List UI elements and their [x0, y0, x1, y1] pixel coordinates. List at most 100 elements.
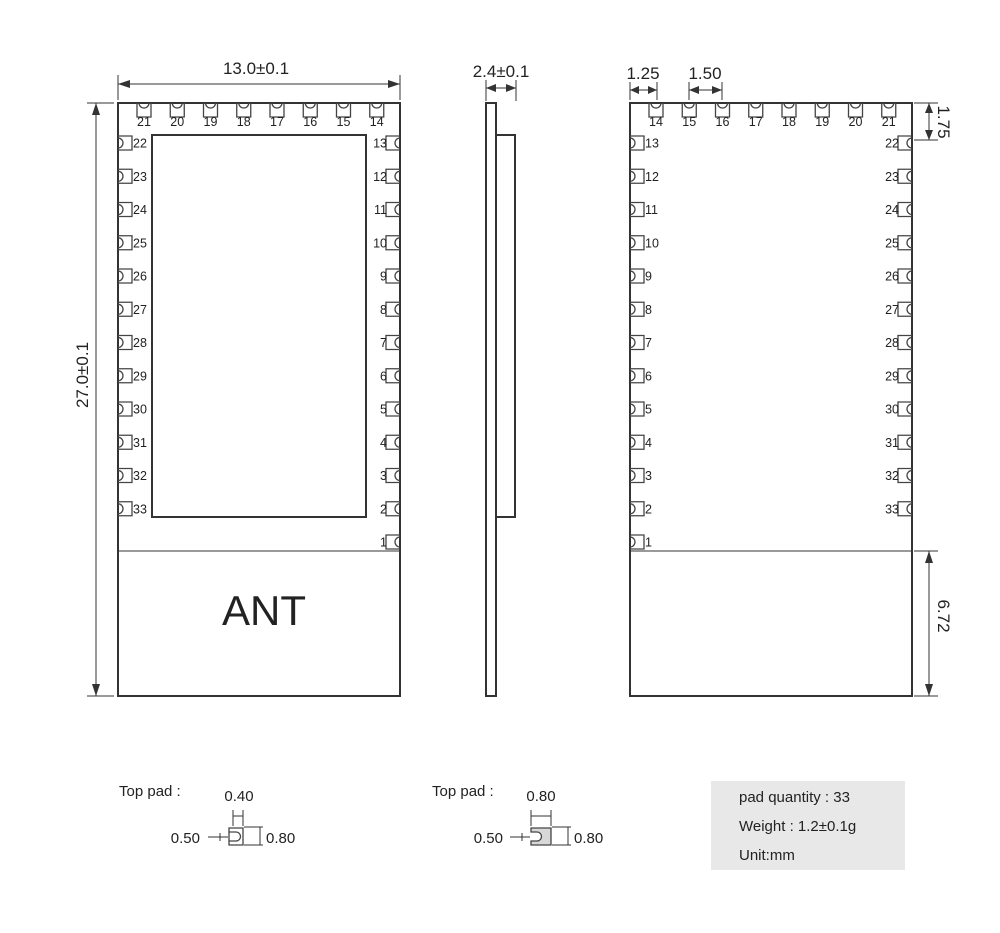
antenna-length-label: 6.72 — [934, 599, 953, 632]
front-pad-8: 8 — [380, 301, 401, 317]
pin-number: 26 — [133, 270, 147, 284]
pad-outline — [385, 368, 401, 384]
pad-outline — [117, 501, 133, 517]
pin-number: 8 — [380, 303, 387, 317]
pad-outline — [629, 168, 645, 184]
bottom-pad-16: 16 — [714, 102, 731, 129]
side-view: 2.4±0.1 — [473, 62, 529, 697]
bottom-pad-10: 10 — [629, 235, 659, 251]
pad-outline — [629, 534, 645, 550]
pin-number: 20 — [849, 115, 863, 129]
pad-outline — [897, 368, 913, 384]
pin-number: 23 — [885, 170, 899, 184]
pad-outline — [681, 102, 697, 118]
front-pad-23: 23 — [117, 168, 147, 184]
pin-number: 8 — [645, 303, 652, 317]
pad-pitch-label: 1.50 — [688, 64, 721, 83]
pin-number: 11 — [374, 203, 387, 217]
pad-outline — [385, 268, 401, 284]
pin-number: 19 — [204, 115, 218, 129]
pin-number: 29 — [133, 369, 147, 383]
pin-number: 1 — [645, 536, 652, 550]
front-shield-can — [151, 134, 367, 518]
front-pad-18: 18 — [236, 102, 252, 129]
pad-outline — [714, 102, 731, 118]
pad-outline — [629, 235, 645, 251]
front-pad-26: 26 — [117, 268, 147, 284]
bottom-pad-25: 25 — [885, 235, 913, 251]
front-pad-9: 9 — [380, 268, 401, 284]
pin-number: 17 — [270, 115, 284, 129]
pad-outline — [629, 434, 645, 450]
pad-outline — [897, 268, 913, 284]
info-weight: Weight : 1.2±0.1g — [739, 818, 856, 835]
front-width-label: 13.0±0.1 — [223, 59, 289, 78]
pad-outline — [117, 368, 133, 384]
pin-number: 4 — [380, 436, 387, 450]
pin-number: 24 — [133, 203, 147, 217]
pad-outline — [369, 102, 385, 118]
pad-outline — [269, 102, 285, 118]
pad-outline — [881, 102, 897, 118]
pin-number: 4 — [645, 436, 652, 450]
front-height-dimension: 27.0±0.1 — [73, 102, 114, 697]
pad-outline — [629, 268, 645, 284]
pin-number: 5 — [645, 403, 652, 417]
info-box-background — [711, 781, 905, 870]
front-pad-21: 21 — [136, 102, 152, 129]
pad-outline — [781, 102, 797, 118]
front-pad-12: 12 — [373, 168, 401, 184]
pad-outline — [748, 102, 764, 118]
pad-detail-1-title: Top pad : — [119, 783, 181, 800]
bottom-pad-13: 13 — [629, 135, 659, 151]
bottom-pad-20: 20 — [847, 102, 864, 129]
front-pad-15: 15 — [335, 102, 352, 129]
pin-number: 15 — [337, 115, 351, 129]
pad-detail-2-title: Top pad : — [432, 783, 494, 800]
bottom-pad-22: 22 — [885, 135, 913, 151]
front-pad-17: 17 — [269, 102, 285, 129]
pin-number: 10 — [645, 236, 659, 250]
pin-number: 22 — [133, 137, 147, 151]
side-thickness-dimension: 2.4±0.1 — [473, 62, 529, 101]
pin-number: 11 — [645, 203, 658, 217]
pad-outline — [897, 168, 913, 184]
bottom-pad-24: 24 — [885, 201, 913, 218]
pin-number: 1 — [380, 536, 387, 550]
edge-offset-label: 1.25 — [626, 64, 659, 83]
pin-number: 30 — [885, 403, 899, 417]
pin-number: 29 — [885, 369, 899, 383]
pad-outline — [629, 467, 645, 484]
pin-number: 26 — [885, 270, 899, 284]
pad-outline — [897, 401, 913, 417]
pin-number: 13 — [645, 137, 659, 151]
front-pad-19: 19 — [202, 102, 219, 129]
pad-outline — [385, 501, 401, 517]
pin-number: 21 — [137, 115, 151, 129]
pin-number: 28 — [133, 336, 147, 350]
pad-detail-2-pad-shape — [530, 827, 552, 846]
pin-number: 31 — [885, 436, 899, 450]
bottom-pad-29: 29 — [885, 368, 913, 384]
pin-number: 9 — [645, 270, 652, 284]
bottom-pad-26: 26 — [885, 268, 913, 284]
pin-number: 25 — [133, 236, 147, 250]
pin-number: 19 — [815, 115, 829, 129]
pin-number: 9 — [380, 270, 387, 284]
pad-detail-2: Top pad : 0.80 0.50 0.80 — [432, 783, 603, 847]
pad-outline — [629, 301, 645, 317]
pad-outline — [897, 501, 913, 517]
front-pad-28: 28 — [117, 334, 147, 351]
pad-outline — [897, 201, 913, 218]
pad-outline — [385, 168, 401, 184]
front-width-dimension: 13.0±0.1 — [117, 59, 401, 100]
pin-number: 3 — [380, 469, 387, 483]
pin-number: 21 — [882, 115, 896, 129]
pad-detail-2-left-dim: 0.50 — [474, 830, 503, 847]
pin-number: 20 — [170, 115, 184, 129]
front-pad-20: 20 — [169, 102, 185, 129]
pin-number: 27 — [885, 303, 899, 317]
